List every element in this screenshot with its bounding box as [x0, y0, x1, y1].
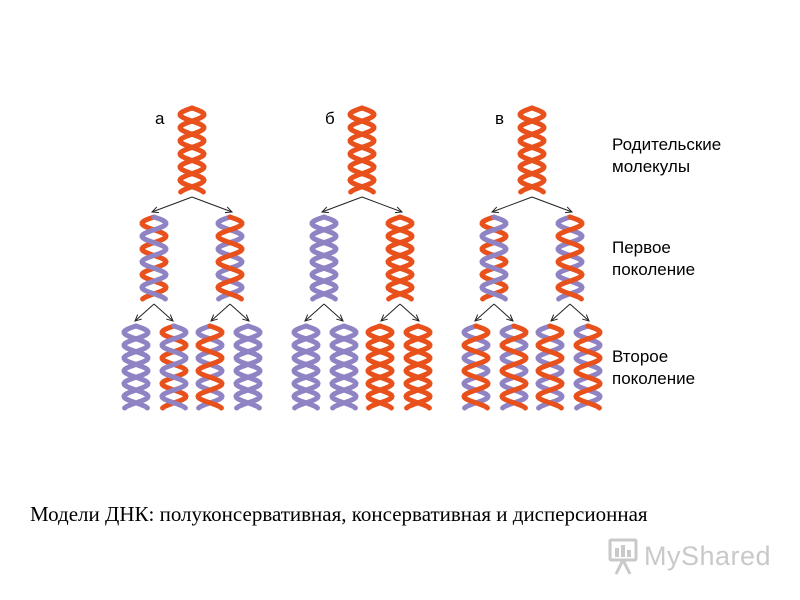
arrows-layer — [134, 196, 590, 322]
branch-arrow — [380, 303, 401, 322]
gen2-helix-1-3 — [195, 323, 225, 411]
helix-strand-front — [499, 323, 529, 411]
gen1-helix-3-2 — [555, 214, 585, 302]
label-first-generation: Первое поколение — [612, 238, 695, 279]
parent-helix-1 — [177, 105, 207, 195]
gen2-helix-1-2 — [159, 323, 189, 411]
helix-strand-front — [233, 323, 263, 411]
panel-letters: а б в — [155, 109, 504, 128]
gen2-helix-3-2 — [499, 323, 529, 411]
helices-layer — [121, 105, 603, 411]
parent-helix-3 — [517, 105, 547, 195]
helix-strand-front — [517, 105, 547, 195]
label-gen1-line2: поколение — [612, 260, 695, 279]
label-gen2-line1: Второе — [612, 347, 668, 366]
helix-strand-front — [159, 323, 189, 411]
branch-arrow — [361, 196, 404, 214]
branch-arrow — [490, 196, 533, 214]
helix-strand-front — [555, 214, 585, 302]
panel-letter-2: б — [325, 109, 335, 128]
branch-arrow — [229, 303, 250, 322]
branch-arrow — [210, 303, 231, 322]
helix-strand-front — [121, 323, 151, 411]
helix-strand-front — [195, 323, 225, 411]
helix-strand-front — [329, 323, 359, 411]
branch-arrow — [550, 303, 571, 322]
logo-text: MyShared — [644, 540, 772, 571]
helix-strand-front — [385, 214, 415, 302]
branch-arrow — [150, 196, 193, 214]
branch-arrow — [153, 303, 174, 322]
branch-arrow — [531, 196, 574, 214]
helix-strand-front — [215, 214, 245, 302]
label-parent-line2: молекулы — [612, 157, 690, 176]
helix-strand-front — [177, 105, 207, 195]
gen1-helix-1-2 — [215, 214, 245, 302]
label-parent-line1: Родительские — [612, 135, 721, 154]
gen2-helix-2-2 — [329, 323, 359, 411]
helix-strand-front — [139, 214, 169, 302]
branch-arrow — [493, 303, 514, 322]
gen2-helix-1-1 — [121, 323, 151, 411]
helix-strand-front — [291, 323, 321, 411]
parent-helix-2 — [347, 105, 377, 195]
helix-strand-front — [461, 323, 491, 411]
myshared-logo[interactable]: MyShared — [608, 536, 771, 576]
gen2-helix-1-4 — [233, 323, 263, 411]
gen2-helix-3-1 — [461, 323, 491, 411]
branch-arrow — [474, 303, 495, 322]
presentation-board-icon — [608, 538, 638, 575]
gen2-helix-2-3 — [365, 323, 395, 411]
label-gen1-line1: Первое — [612, 238, 671, 257]
helix-strand-front — [309, 214, 339, 302]
helix-strand-front — [347, 105, 377, 195]
label-parent-molecules: Родительские молекулы — [612, 135, 721, 176]
gen2-helix-3-4 — [573, 323, 603, 411]
branch-arrow — [134, 303, 155, 322]
label-second-generation: Второе поколение — [612, 347, 695, 388]
helix-strand-front — [535, 323, 565, 411]
helix-strand-front — [479, 214, 509, 302]
gen1-helix-1-1 — [139, 214, 169, 302]
branch-arrow — [191, 196, 234, 214]
branch-arrow — [399, 303, 420, 322]
figure-caption: Модели ДНК: полуконсервативная, консерва… — [30, 502, 648, 526]
branch-arrow — [323, 303, 344, 322]
panel-letter-1: а — [155, 109, 165, 128]
gen2-helix-2-1 — [291, 323, 321, 411]
gen1-helix-2-1 — [309, 214, 339, 302]
gen1-helix-3-1 — [479, 214, 509, 302]
gen2-helix-2-4 — [403, 323, 433, 411]
helix-strand-front — [365, 323, 395, 411]
helix-strand-front — [573, 323, 603, 411]
branch-arrow — [320, 196, 363, 214]
panel-letter-3: в — [495, 109, 504, 128]
branch-arrow — [304, 303, 325, 322]
label-gen2-line2: поколение — [612, 369, 695, 388]
branch-arrow — [569, 303, 590, 322]
gen1-helix-2-2 — [385, 214, 415, 302]
helix-strand-front — [403, 323, 433, 411]
gen2-helix-3-3 — [535, 323, 565, 411]
